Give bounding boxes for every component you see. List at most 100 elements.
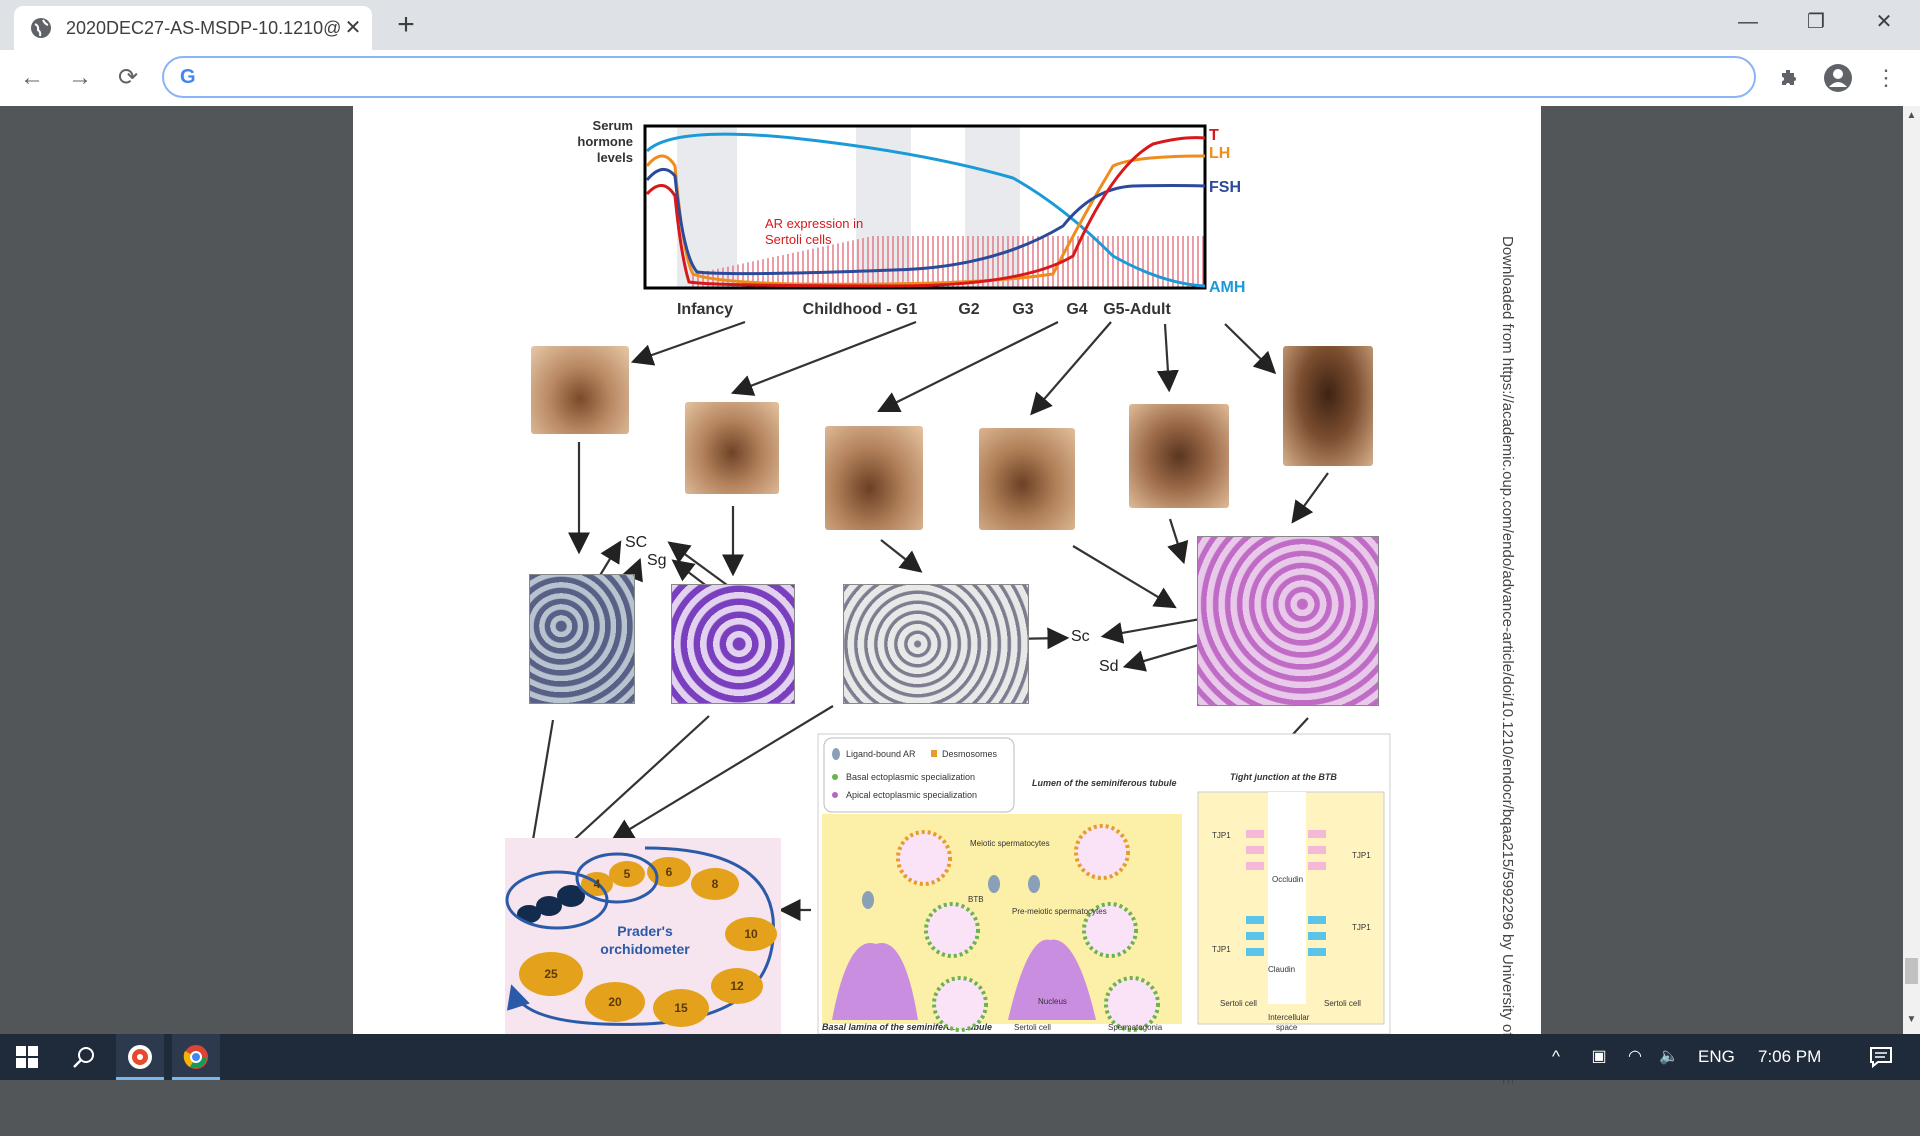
search-icon[interactable]	[60, 1034, 108, 1080]
photo-childhood	[685, 402, 779, 494]
svg-text:TJP1: TJP1	[1352, 923, 1371, 932]
svg-text:Sertoli cell: Sertoli cell	[1014, 1023, 1051, 1032]
label-sc: Sc	[1071, 628, 1090, 645]
svg-text:25: 25	[544, 967, 558, 981]
legend-t: T	[1209, 127, 1219, 144]
svg-text:Meiotic spermatocytes: Meiotic spermatocytes	[970, 839, 1050, 848]
window-close-button[interactable]: ✕	[1875, 11, 1893, 33]
scroll-down-icon[interactable]: ▼	[1906, 1014, 1917, 1025]
svg-text:10: 10	[744, 927, 758, 941]
histology-childhood	[671, 584, 795, 704]
label-sg: Sg	[647, 552, 667, 569]
close-icon[interactable]: ✕	[344, 17, 362, 39]
stage-label: G3	[1012, 301, 1033, 318]
svg-text:4: 4	[594, 877, 601, 891]
address-input[interactable]	[212, 64, 1716, 92]
pdf-page: Serum hormone levels T LH FSH AMH AR exp…	[353, 106, 1541, 1035]
browser-tab[interactable]: 2020DEC27-AS-MSDP-10.1210@ ✕	[14, 6, 372, 50]
svg-text:5: 5	[624, 867, 631, 881]
svg-text:Ligand-bound AR: Ligand-bound AR	[846, 749, 916, 759]
chart-ylabel: levels	[597, 150, 633, 165]
svg-text:8: 8	[712, 877, 719, 891]
orchidometer-title: Prader's	[617, 923, 673, 939]
photo-g2	[825, 426, 923, 530]
svg-text:Spermatogonia: Spermatogonia	[1108, 1023, 1163, 1032]
photo-infancy	[531, 346, 629, 434]
hormone-chart: Serum hormone levels T LH FSH AMH AR exp…	[577, 106, 1273, 336]
photo-g5	[1283, 346, 1373, 466]
stage-label: G5-Adult	[1103, 301, 1171, 318]
chrome-icon[interactable]	[172, 1034, 220, 1080]
scrollbar-thumb[interactable]	[1905, 958, 1918, 984]
svg-text:Lumen of the seminiferous tubu: Lumen of the seminiferous tubule	[1032, 778, 1177, 788]
svg-text:Nucleus: Nucleus	[1038, 997, 1067, 1006]
restore-button[interactable]: ❐	[1807, 11, 1825, 33]
svg-text:Desmosomes: Desmosomes	[942, 749, 998, 759]
svg-text:Claudin: Claudin	[1268, 965, 1295, 974]
ar-label: Sertoli cells	[765, 232, 832, 247]
svg-text:Intercellular: Intercellular	[1268, 1013, 1310, 1022]
media-app-icon[interactable]	[116, 1034, 164, 1080]
svg-text:TJP1: TJP1	[1212, 945, 1231, 954]
back-button[interactable]: ←	[20, 64, 44, 91]
download-notice: Downloaded from https://academic.oup.com…	[1499, 236, 1516, 1085]
label-sd: Sd	[1099, 658, 1119, 675]
series-line-amh	[645, 132, 1206, 288]
legend-lh: LH	[1209, 145, 1230, 162]
windows-icon[interactable]	[0, 1034, 54, 1080]
language-indicator[interactable]: ENG	[1698, 1047, 1735, 1066]
wifi-icon[interactable]: ◠	[1628, 1048, 1642, 1065]
svg-text:Basal ectoplasmic specializati: Basal ectoplasmic specialization	[846, 772, 975, 782]
svg-text:6: 6	[666, 865, 673, 879]
menu-icon[interactable]: ⋮	[1875, 65, 1897, 90]
puzzle-icon[interactable]	[1774, 62, 1806, 94]
volume-icon[interactable]: 🔈	[1659, 1048, 1679, 1065]
svg-text:15: 15	[674, 1001, 688, 1015]
tab-title: 2020DEC27-AS-MSDP-10.1210@	[66, 18, 342, 38]
histology-adult	[1197, 536, 1379, 706]
browser-toolbar: ← → ⟳ G ⋮	[0, 50, 1920, 107]
orchidometer-title: orchidometer	[600, 941, 690, 957]
notification-icon[interactable]	[1856, 1034, 1906, 1080]
svg-text:Pre-meiotic spermatocytes: Pre-meiotic spermatocytes	[1012, 907, 1107, 916]
histology-infancy	[529, 574, 635, 704]
histology-g2	[843, 584, 1029, 704]
content-viewport: Serum hormone levels T LH FSH AMH AR exp…	[0, 106, 1903, 1085]
stage-label: G4	[1066, 301, 1087, 318]
svg-text:Sertoli cell: Sertoli cell	[1220, 999, 1257, 1008]
chart-ylabel: hormone	[577, 134, 633, 149]
profile-icon[interactable]	[1822, 62, 1854, 94]
tray-chevron[interactable]: ^	[1552, 1047, 1560, 1066]
series-line-fsh	[645, 168, 1206, 276]
clock[interactable]: 7:06 PM	[1758, 1047, 1822, 1066]
tubule-diagram: Ligand-bound AR Desmosomes Basal ectopla…	[817, 733, 1391, 1035]
svg-text:Basal lamina of the seminifero: Basal lamina of the seminiferous tubule	[822, 1022, 992, 1032]
scrollbar[interactable]: ▲ ▼	[1903, 106, 1920, 1034]
chart-ylabel: Serum	[593, 118, 633, 133]
label-sc-upper: SC	[625, 534, 648, 551]
plus-icon[interactable]: +	[397, 8, 415, 41]
stage-label: Childhood - G1	[803, 301, 918, 318]
orchidometer: 4 5 6 8 10 12 15 20 25 Prader's orchidom…	[505, 838, 781, 1034]
camera-icon[interactable]: ▣	[1591, 1048, 1607, 1065]
scroll-up-icon[interactable]: ▲	[1906, 110, 1917, 121]
stage-label: G2	[958, 301, 979, 318]
reload-button[interactable]: ⟳	[117, 64, 139, 91]
svg-text:Apical ectoplasmic specializat: Apical ectoplasmic specialization	[846, 790, 977, 800]
svg-text:12: 12	[730, 979, 744, 993]
svg-text:Sertoli cell: Sertoli cell	[1324, 999, 1361, 1008]
svg-text:TJP1: TJP1	[1212, 831, 1231, 840]
minimize-button[interactable]: —	[1738, 11, 1758, 33]
svg-text:Tight junction at the BTB: Tight junction at the BTB	[1230, 772, 1337, 782]
svg-text:TJP1: TJP1	[1352, 851, 1371, 860]
address-bar[interactable]: G	[162, 56, 1756, 98]
stage-label: Infancy	[677, 301, 733, 318]
orchidometer-beads	[517, 857, 777, 1027]
svg-text:Occludin: Occludin	[1272, 875, 1303, 884]
tab-strip: 2020DEC27-AS-MSDP-10.1210@ ✕ + — ❐ ✕	[0, 0, 1920, 50]
forward-button[interactable]: →	[68, 64, 92, 91]
svg-text:20: 20	[608, 995, 622, 1009]
taskbar: ^ ▣ ◠ 🔈 ENG 7:06 PM	[0, 1034, 1920, 1080]
legend-amh: AMH	[1209, 279, 1245, 296]
ar-label: AR expression in	[765, 216, 863, 231]
